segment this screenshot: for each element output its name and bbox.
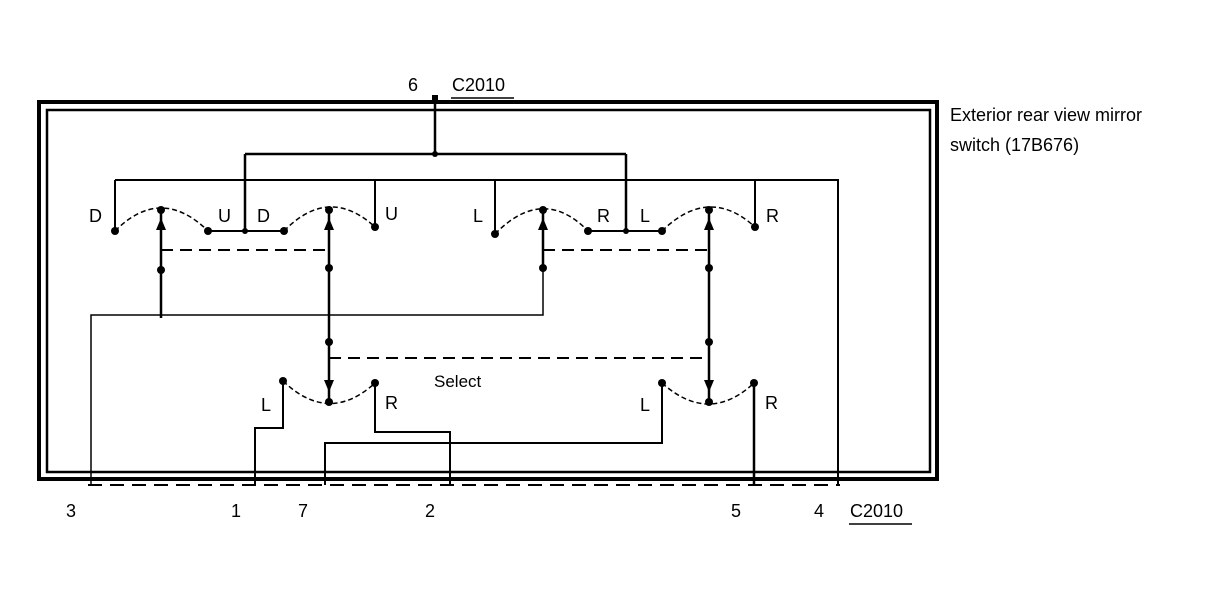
label-ud2-right: U (385, 204, 398, 224)
wire-wipers (159, 210, 711, 402)
label-ud2-left: D (257, 206, 270, 226)
select-right-r: R (765, 393, 778, 413)
select-right-l: L (640, 395, 650, 415)
component-name-line2: switch (17B676) (950, 135, 1079, 155)
select-left-l: L (261, 395, 271, 415)
pin-label-4: 4 (814, 501, 824, 521)
label-lr1-left: L (473, 206, 483, 226)
wire-pin2 (374, 383, 451, 485)
select-label: Select (434, 372, 482, 391)
connector-name-bottom: C2010 (850, 501, 903, 521)
housing-inner (45, 108, 932, 474)
pin-label-6: 6 (408, 75, 418, 95)
component-name-line1: Exterior rear view mirror (950, 105, 1142, 125)
connector-name-top: C2010 (452, 75, 505, 95)
pin-label-7: 7 (298, 501, 308, 521)
pin-label-2: 2 (425, 501, 435, 521)
label-ud1-right: U (218, 206, 231, 226)
contact-dots (111, 95, 759, 406)
wire-pin6-feed (243, 97, 628, 231)
label-lr1-right: R (597, 206, 610, 226)
select-left-r: R (385, 393, 398, 413)
label-lr2-right: R (766, 206, 779, 226)
housing-outer (37, 100, 939, 481)
wire-top-bus (114, 179, 839, 485)
pin-label-3: 3 (66, 501, 76, 521)
wire-pin7 (324, 383, 663, 485)
wire-pin1 (254, 381, 284, 485)
label-ud1-left: D (89, 206, 102, 226)
wire-pin3 (90, 268, 544, 485)
pin-label-5: 5 (731, 501, 741, 521)
label-lr2-left: L (640, 206, 650, 226)
pin-label-1: 1 (231, 501, 241, 521)
